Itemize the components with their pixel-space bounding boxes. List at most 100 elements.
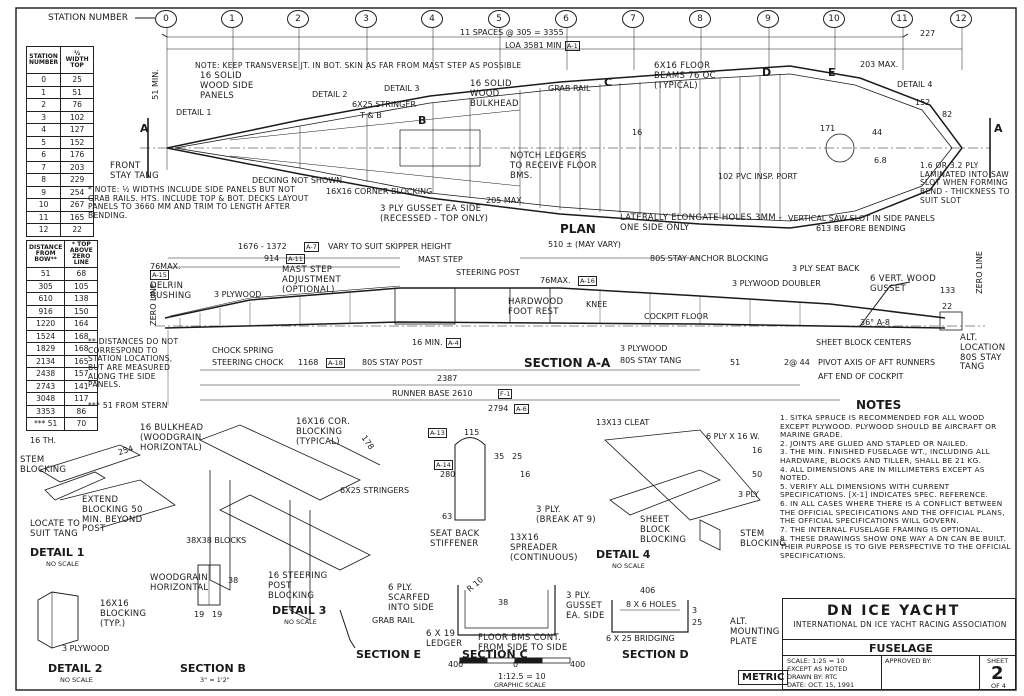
title-block-of: OF 4	[991, 682, 1007, 690]
table-cell: 70	[64, 417, 99, 431]
title-block-date: DATE: OCT. 15, 1991	[787, 681, 855, 689]
label-bushing: DELRIN BUSHING	[150, 281, 192, 301]
scale-right: 400	[570, 660, 586, 669]
dim-2at44: 2@ 44	[784, 358, 810, 367]
label-saw-slot: VERTICAL SAW SLOT IN SIDE PANELS	[788, 214, 935, 223]
label-bulkhead: 16 SOLID WOOD BULKHEAD	[470, 79, 519, 109]
label-anchor-blocking: 80S STAY ANCHOR BLOCKING	[650, 254, 769, 263]
d1-locate: LOCATE TO SUIT TANG	[30, 519, 81, 539]
section-mark-a-right: A	[994, 122, 1003, 135]
label-stringer-ref: T & B	[360, 111, 382, 120]
dim-51-aa: 51	[730, 358, 741, 367]
label-plywood: 3 PLYWOOD	[214, 290, 262, 299]
table-cell: 1220	[25, 317, 66, 331]
d3-cor-blocking: 16x16 COR. BLOCKING (TYPICAL)	[296, 417, 351, 447]
label-vert-wood-gusset: 6 VERT. WOOD GUSSET	[870, 274, 937, 294]
table-cell: 203	[60, 160, 95, 174]
divider	[783, 655, 1015, 656]
label-mast-step-adj: MAST STEP ADJUSTMENT (OPTIONAL)	[282, 265, 341, 295]
table-cell: 254	[60, 185, 95, 199]
sbk-280: 280	[440, 470, 456, 479]
dim-205-max: 205 MAX.	[486, 196, 525, 205]
sc-floor-bms: FLOOR BMS CONT. FROM SIDE TO SIDE	[478, 633, 568, 653]
d4-50: 50	[752, 470, 763, 479]
note-item: 2. JOINTS ARE GLUED AND STAPLED OR NAILE…	[780, 438, 969, 448]
table-cell: 7	[25, 160, 62, 174]
spr-label: 13x16 SPREADER (CONTINUOUS)	[510, 533, 578, 563]
label-plywood2: 3 PLYWOOD	[620, 344, 668, 353]
table-cell: 0	[25, 73, 62, 87]
plan-note: NOTE: KEEP TRANSVERSE JT. IN BOT. SKIN A…	[195, 61, 522, 70]
station-number-label: STATION NUMBER	[48, 13, 128, 23]
angle-36: 36° A-8	[860, 318, 890, 327]
note-item: 5. VERIFY ALL DIMENSIONS WITH CURRENT SP…	[780, 481, 989, 500]
station-8: 8	[689, 10, 711, 28]
table-cell: 164	[64, 317, 99, 331]
label-detail3: DETAIL 3	[384, 84, 420, 93]
table-cell: 305	[25, 279, 66, 293]
table-cell: 10	[25, 198, 62, 212]
title-block-scale: SCALE: 1:25 = 10	[787, 657, 845, 665]
label-hardwood-foot: HARDWOOD FOOT REST	[508, 297, 564, 317]
table-cell: 3048	[25, 392, 66, 406]
sbk-63: 63	[442, 512, 453, 521]
ref-a4: A-4	[446, 338, 461, 348]
detail4-scale: NO SCALE	[612, 562, 645, 570]
dim-16: 16	[632, 128, 643, 137]
title-block-approved: APPROVED BY:	[885, 657, 932, 665]
table-cell: 105	[64, 279, 99, 293]
section-c-title: SECTION C	[462, 648, 528, 661]
label-detail2: DETAIL 2	[312, 90, 348, 99]
d4-16: 16	[752, 446, 763, 455]
sb-19a: 19	[194, 610, 205, 619]
dim-510: 510 ± (MAY VARY)	[548, 240, 621, 249]
sbk-35: 35	[494, 452, 505, 461]
spr-ply: 3 PLY. (BREAK AT 9)	[536, 505, 596, 525]
table1-header-width: ½ WIDTH TOP	[60, 46, 95, 74]
title-block-part: FUSELAGE	[869, 642, 933, 655]
dim-914: 914	[264, 254, 280, 263]
table-cell: 76	[60, 98, 95, 112]
d4-cleat: 13x13 CLEAT	[596, 418, 650, 427]
table-cell: 1	[25, 85, 62, 99]
dim-76max-a: 76MAX.	[150, 262, 181, 271]
table-cell: 150	[64, 304, 99, 318]
sd-bridging: 6 x 25 BRIDGING	[606, 634, 675, 643]
ref-a11: A-11	[286, 254, 305, 264]
title-block-except: EXCEPT AS NOTED	[787, 665, 848, 673]
station-1: 1	[221, 10, 243, 28]
detail2-scale: NO SCALE	[60, 676, 93, 684]
table2-note: ** DISTANCES DO NOT CORRESPOND TO STATIO…	[88, 337, 179, 390]
label-chock-spring: CHOCK SPRING	[212, 346, 274, 355]
label-front-stay: FRONT STAY TANG	[110, 161, 159, 181]
d4-stem-blocking: STEM BLOCKING	[740, 529, 787, 549]
label-vary: VARY TO SUIT SKIPPER HEIGHT	[328, 242, 452, 251]
dim-51-min: 51 MIN.	[150, 69, 160, 100]
title-block: DN ICE YACHT INTERNATIONAL DN ICE YACHT …	[782, 598, 1016, 690]
section-b-scale: 3" = 1'2"	[200, 676, 230, 684]
zero-line-left: ZERO LINE	[148, 283, 158, 326]
table-cell: 138	[64, 292, 99, 306]
title-block-title: DN ICE YACHT	[827, 603, 961, 619]
divider	[979, 655, 980, 690]
title-block-sheet-label: SHEET	[987, 657, 1009, 665]
d1-extend: EXTEND BLOCKING 50 MIN. BEYOND POST	[82, 495, 143, 535]
ref-f1: F-1	[498, 389, 513, 399]
table-cell: 4	[25, 123, 62, 137]
scale-left: 400	[448, 660, 464, 669]
label-aft-end: AFT END OF COCKPIT	[818, 372, 904, 381]
detail4-title: DETAIL 4	[596, 548, 651, 561]
station-10: 10	[823, 10, 845, 28]
station-9: 9	[757, 10, 779, 28]
